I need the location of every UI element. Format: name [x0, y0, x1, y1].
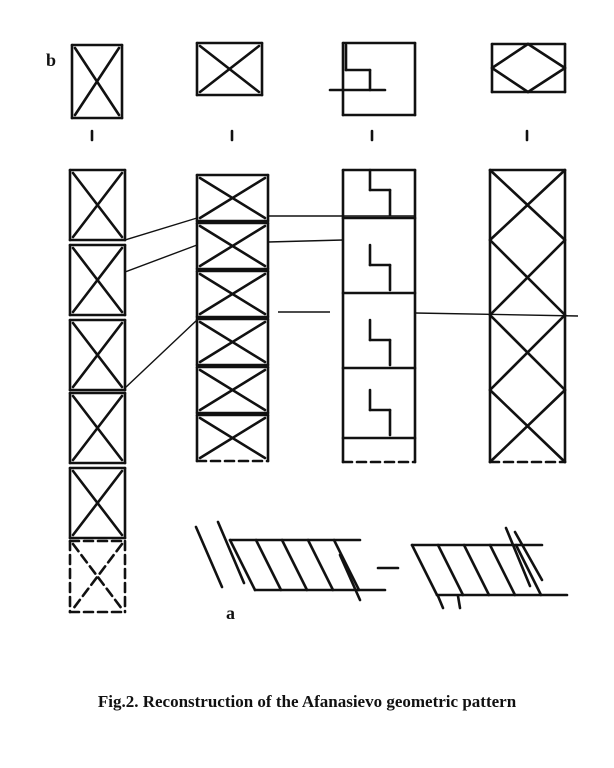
cord-left-stroke	[332, 538, 361, 592]
col2-cell-diagonal	[198, 320, 267, 364]
col1-cell-diagonal	[71, 246, 124, 314]
col2-cell-diagonal	[198, 224, 267, 268]
col1-cell-diagonal	[71, 469, 124, 537]
cord-left-stroke	[280, 538, 309, 592]
cord-right-stroke	[436, 543, 465, 597]
cord-right-stroke	[410, 543, 439, 597]
motif-4-diamond	[526, 66, 567, 94]
col4-diagonal	[488, 313, 567, 392]
cord-left-stroke	[194, 525, 224, 589]
cord-right-stroke	[514, 543, 543, 597]
motif-4-diamond	[490, 66, 530, 94]
cord-left-stroke	[216, 520, 246, 585]
cord-right-stroke	[462, 543, 491, 597]
cord-left-stroke	[306, 538, 335, 592]
col2-cell-diagonal	[198, 272, 267, 316]
figure-caption: Fig.2. Reconstruction of the Afanasievo …	[97, 692, 517, 711]
motif-4-diamond	[490, 42, 530, 70]
motif-2-diagonal	[198, 44, 261, 94]
col1-cell-diagonal	[71, 394, 124, 462]
col4-diagonal	[488, 168, 567, 242]
connector	[124, 319, 198, 389]
label-a: a	[226, 603, 235, 623]
connector	[124, 217, 198, 241]
motif-4-diamond	[526, 42, 567, 70]
cord-right-stroke	[488, 543, 517, 597]
motif-1-diagonal	[73, 46, 121, 117]
col1-cell-diagonal	[71, 321, 124, 389]
col2-cell-diagonal	[198, 368, 267, 412]
col2-cell-diagonal	[198, 416, 267, 460]
cord-right-stroke	[504, 526, 532, 588]
cord-left-stroke	[254, 538, 283, 592]
col2-cell-diagonal	[198, 176, 267, 220]
col4-diagonal	[488, 238, 567, 317]
col4-diagonal	[488, 388, 567, 464]
connector	[124, 244, 198, 273]
cord-left-stroke	[228, 538, 257, 592]
cord-right-stroke	[456, 594, 462, 610]
label-b: b	[46, 50, 57, 70]
cord-right-stroke	[513, 530, 544, 582]
col1-cell-diagonal	[71, 542, 124, 611]
connector	[414, 312, 579, 317]
col1-cell-diagonal	[71, 171, 124, 239]
connector	[267, 239, 344, 243]
cord-right-stroke	[436, 594, 445, 610]
cord-left-stroke	[338, 553, 362, 602]
